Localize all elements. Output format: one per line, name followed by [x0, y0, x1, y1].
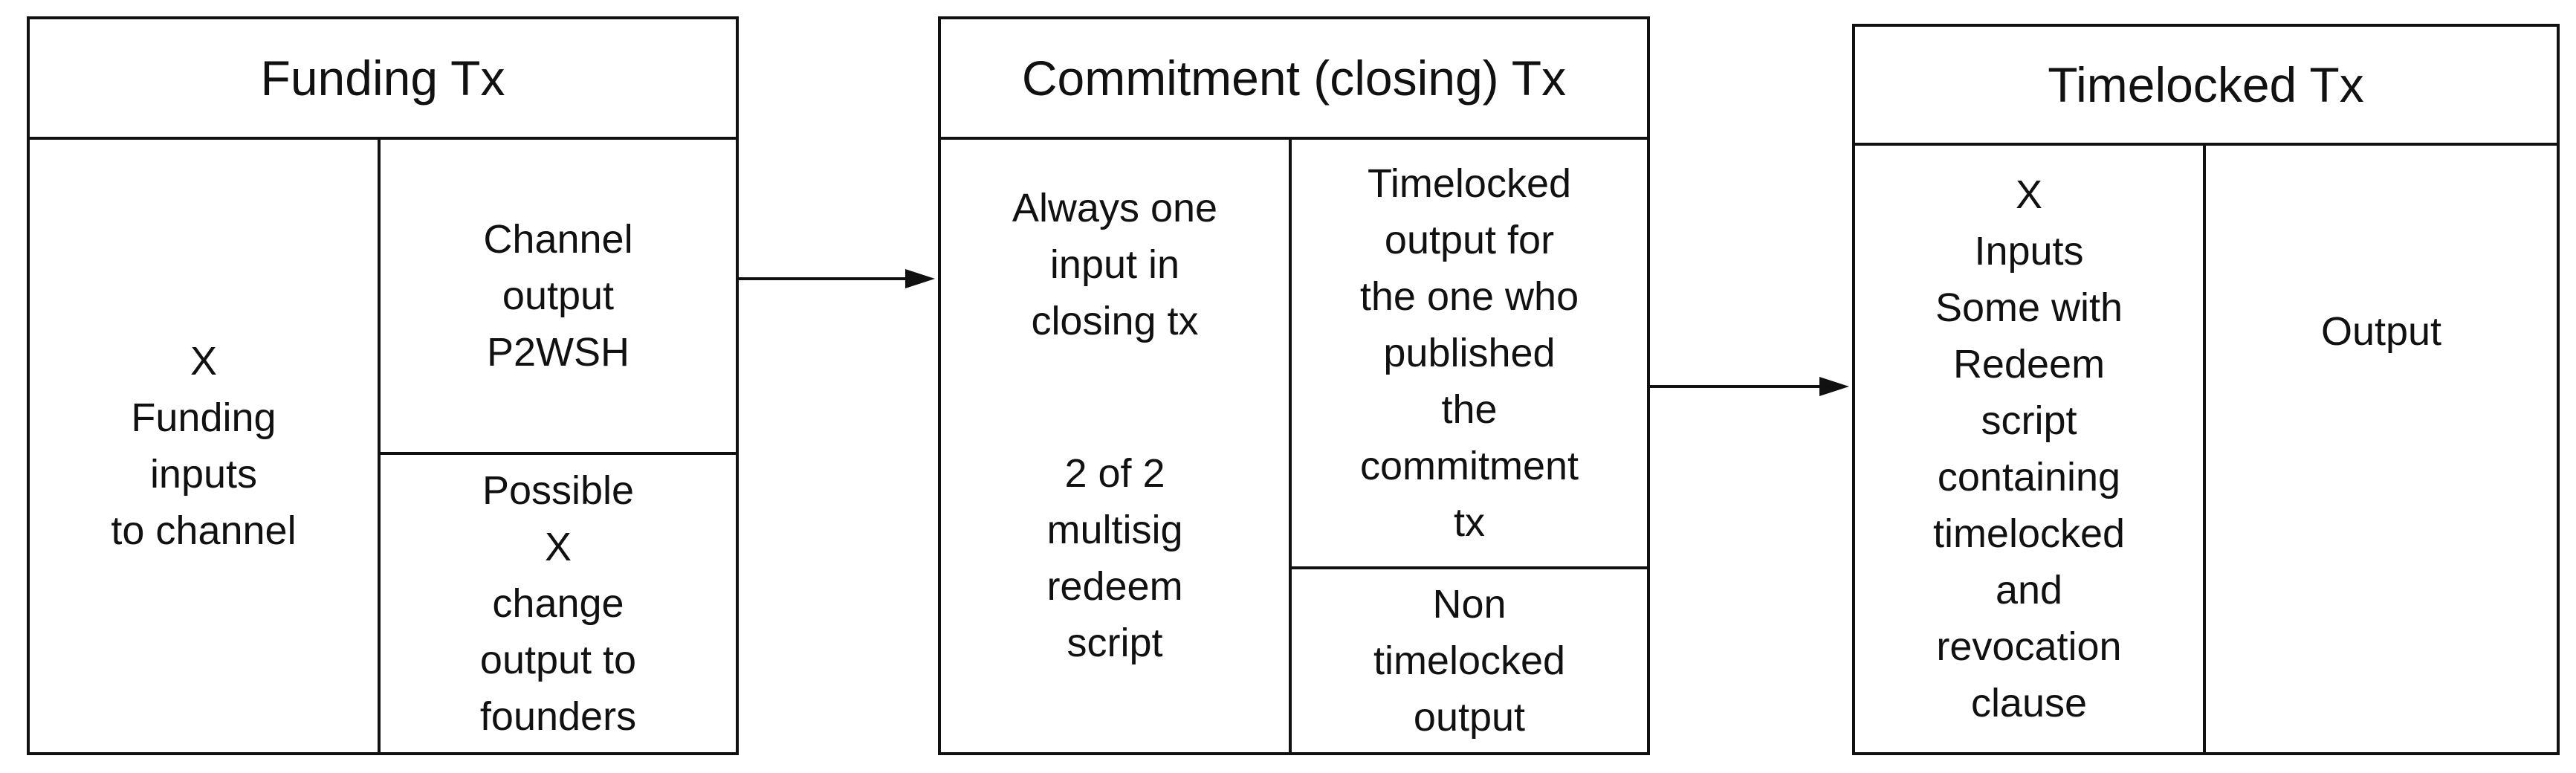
change-output-cell: Possible X change output to founders — [479, 468, 637, 739]
commitment-tx-title: Commitment (closing) Tx — [941, 19, 1647, 140]
timelocked-divider — [2203, 146, 2557, 752]
timelocked-inputs-cell: X Inputs Some with Redeem script contain… — [1932, 172, 2126, 725]
funding-output-divider — [381, 452, 736, 455]
channel-output-cell: Channel output P2WSH — [483, 217, 633, 375]
timelocked-output-cell: Timelocked output for the one who publis… — [1359, 161, 1579, 545]
non-timelocked-output-cell: Non timelocked output — [1373, 582, 1566, 740]
funding-tx-box: Funding Tx X Funding inputs to channel C… — [27, 16, 739, 755]
output-cell: Output — [2320, 309, 2442, 354]
commitment-tx-box: Commitment (closing) Tx Always one input… — [938, 16, 1650, 755]
commitment-output-divider — [1292, 566, 1647, 569]
input-note-cell: Always one input in closing tx — [1012, 186, 1218, 343]
funding-tx-title: Funding Tx — [30, 19, 736, 140]
redeem-note-cell: 2 of 2 multisig redeem script — [1046, 451, 1183, 665]
commitment-divider — [1289, 140, 1647, 752]
funding-inputs-cell: X Funding inputs to channel — [111, 339, 297, 553]
arrow-funding-to-commitment — [739, 269, 935, 288]
arrow-commitment-to-timelocked — [1650, 377, 1849, 396]
funding-divider — [378, 140, 736, 752]
timelocked-tx-title: Timelocked Tx — [1855, 27, 2557, 146]
timelocked-tx-box: Timelocked Tx X Inputs Some with Redeem … — [1852, 24, 2560, 755]
